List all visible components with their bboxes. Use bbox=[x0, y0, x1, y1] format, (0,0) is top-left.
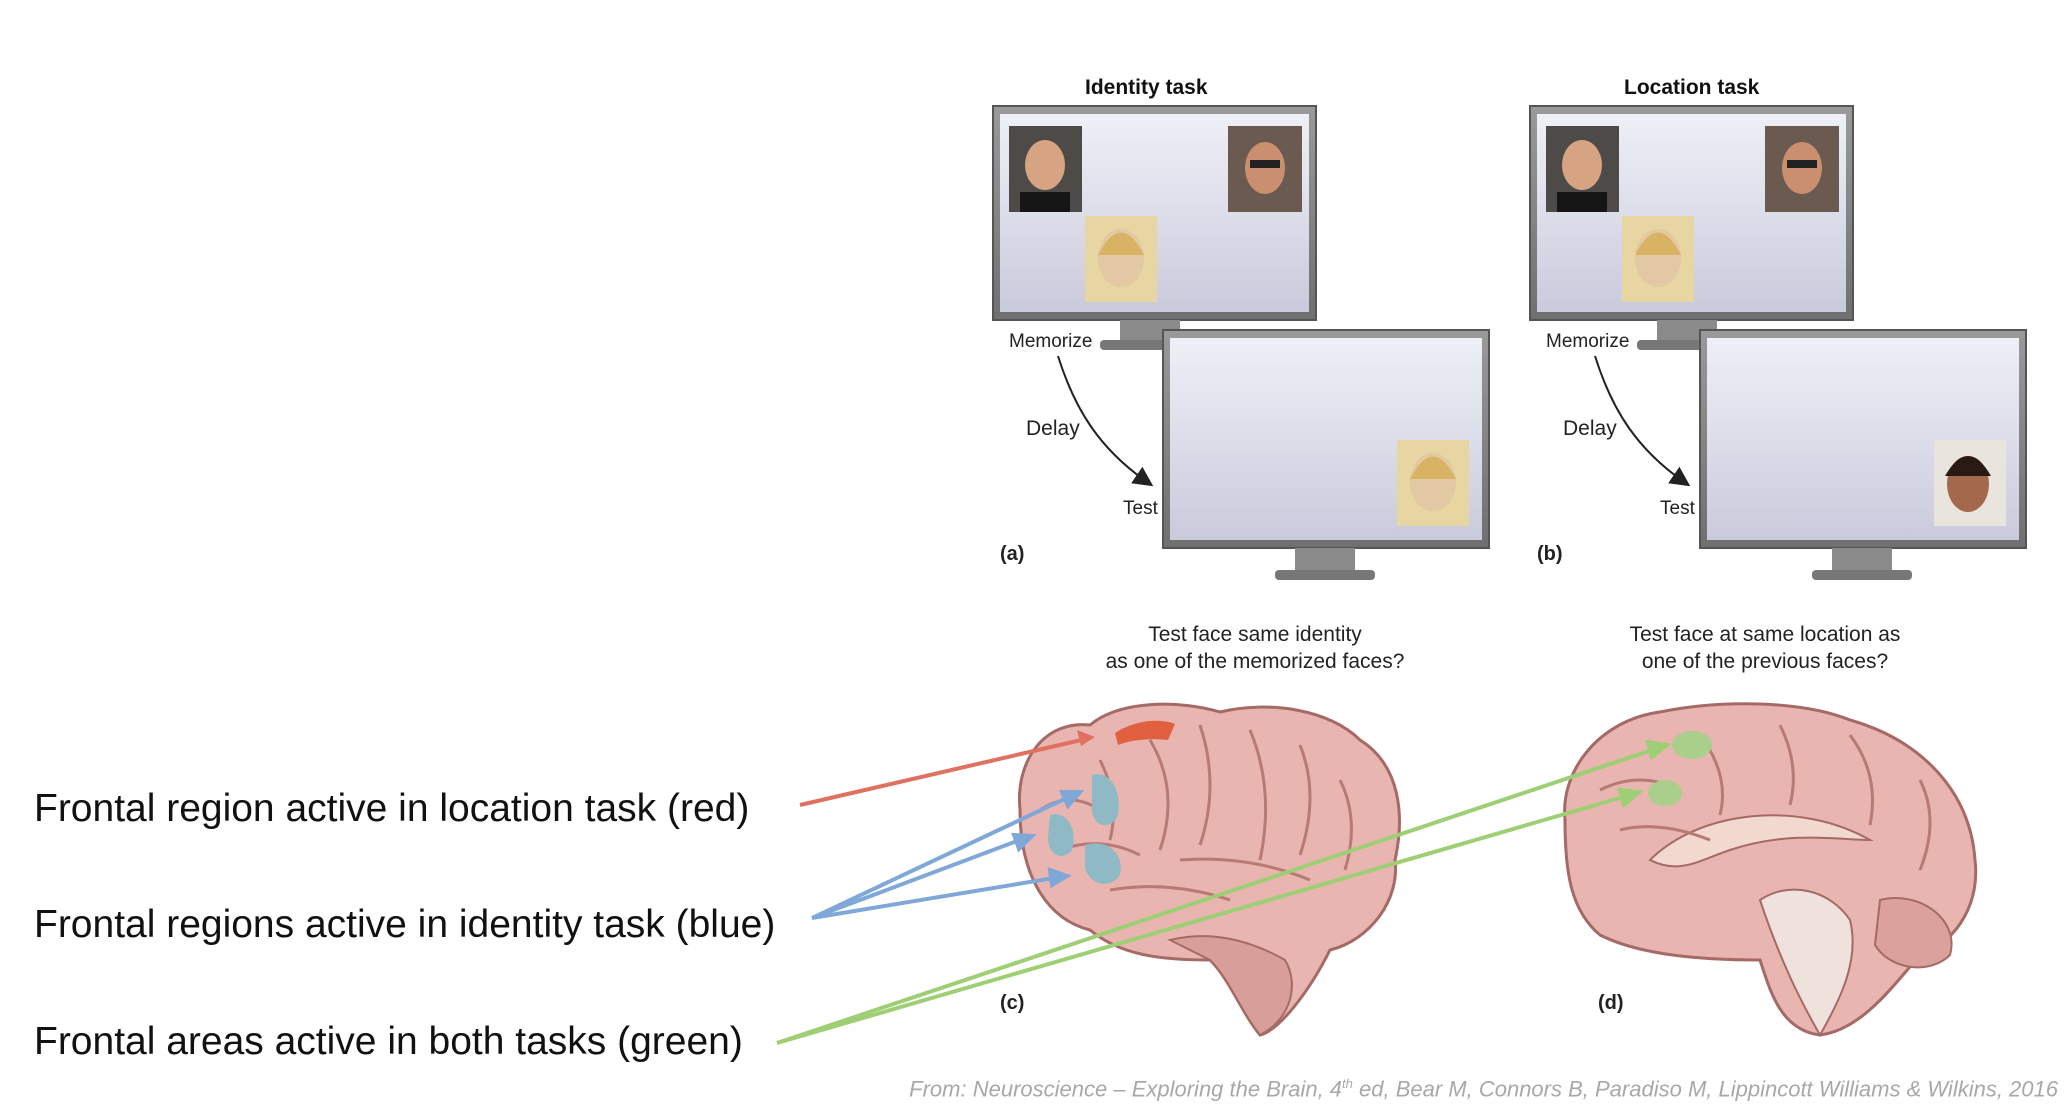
panel-label-d: (d) bbox=[1598, 992, 1624, 1014]
identity-memorize-monitor bbox=[992, 105, 1317, 350]
blue-region bbox=[1085, 843, 1121, 884]
location-task-title: Location task bbox=[1624, 76, 1760, 99]
panel-label-c: (c) bbox=[1000, 992, 1025, 1014]
face-thumbnail bbox=[1622, 216, 1694, 302]
blue-region bbox=[1048, 814, 1074, 857]
red-arrow bbox=[799, 730, 1095, 807]
source-credit: From: Neuroscience – Exploring the Brain… bbox=[909, 1076, 2058, 1102]
location-memorize-label: Memorize bbox=[1546, 331, 1630, 352]
red-region bbox=[1115, 720, 1175, 745]
label-green-areas: Frontal areas active in both tasks (gree… bbox=[34, 1020, 743, 1063]
panel-label-a: (a) bbox=[1000, 543, 1025, 565]
location-delay-label: Delay bbox=[1563, 417, 1617, 440]
face-thumbnail bbox=[1765, 126, 1839, 212]
face-thumbnail bbox=[1934, 440, 2006, 526]
identity-caption-line2: as one of the memorized faces? bbox=[1105, 650, 1405, 673]
memorize-to-test-arrow bbox=[1057, 355, 1154, 487]
label-blue-regions: Frontal regions active in identity task … bbox=[34, 903, 776, 946]
green-arrows bbox=[776, 739, 1672, 1045]
panel-label-b: (b) bbox=[1537, 543, 1563, 565]
face-thumbnail bbox=[1228, 126, 1302, 212]
location-test-label: Test bbox=[1660, 498, 1695, 519]
identity-caption: Test face same identity as one of the me… bbox=[1080, 621, 1430, 675]
green-region bbox=[1648, 780, 1682, 806]
identity-test-label: Test bbox=[1123, 498, 1158, 519]
credit-prefix: From: Neuroscience – Exploring the Brain… bbox=[909, 1076, 1343, 1101]
location-caption: Test face at same location as one of the… bbox=[1590, 621, 1940, 675]
blue-region bbox=[1092, 774, 1119, 826]
location-test-monitor bbox=[1699, 329, 2027, 580]
face-thumbnail bbox=[1085, 216, 1157, 302]
face-thumbnail bbox=[1397, 440, 1469, 526]
credit-sup: th bbox=[1342, 1075, 1353, 1091]
face-thumbnail bbox=[1546, 126, 1619, 212]
location-memorize-monitor bbox=[1529, 105, 1854, 350]
identity-test-monitor bbox=[1162, 329, 1490, 580]
face-thumbnail bbox=[1009, 126, 1082, 212]
identity-memorize-label: Memorize bbox=[1009, 331, 1093, 352]
location-caption-line1: Test face at same location as bbox=[1629, 623, 1901, 646]
credit-suffix: ed, Bear M, Connors B, Paradiso M, Lippi… bbox=[1352, 1076, 2058, 1101]
label-red-region: Frontal region active in location task (… bbox=[34, 787, 750, 830]
identity-task-title: Identity task bbox=[1085, 76, 1208, 99]
blue-arrows bbox=[811, 790, 1085, 920]
green-region bbox=[1672, 731, 1712, 759]
identity-delay-label: Delay bbox=[1026, 417, 1080, 440]
identity-caption-line1: Test face same identity bbox=[1148, 623, 1362, 646]
location-caption-line2: one of the previous faces? bbox=[1641, 650, 1889, 673]
memorize-to-test-arrow bbox=[1594, 355, 1691, 487]
brain-medial-view bbox=[1563, 702, 1978, 1038]
brain-lateral-view bbox=[1017, 702, 1401, 1037]
